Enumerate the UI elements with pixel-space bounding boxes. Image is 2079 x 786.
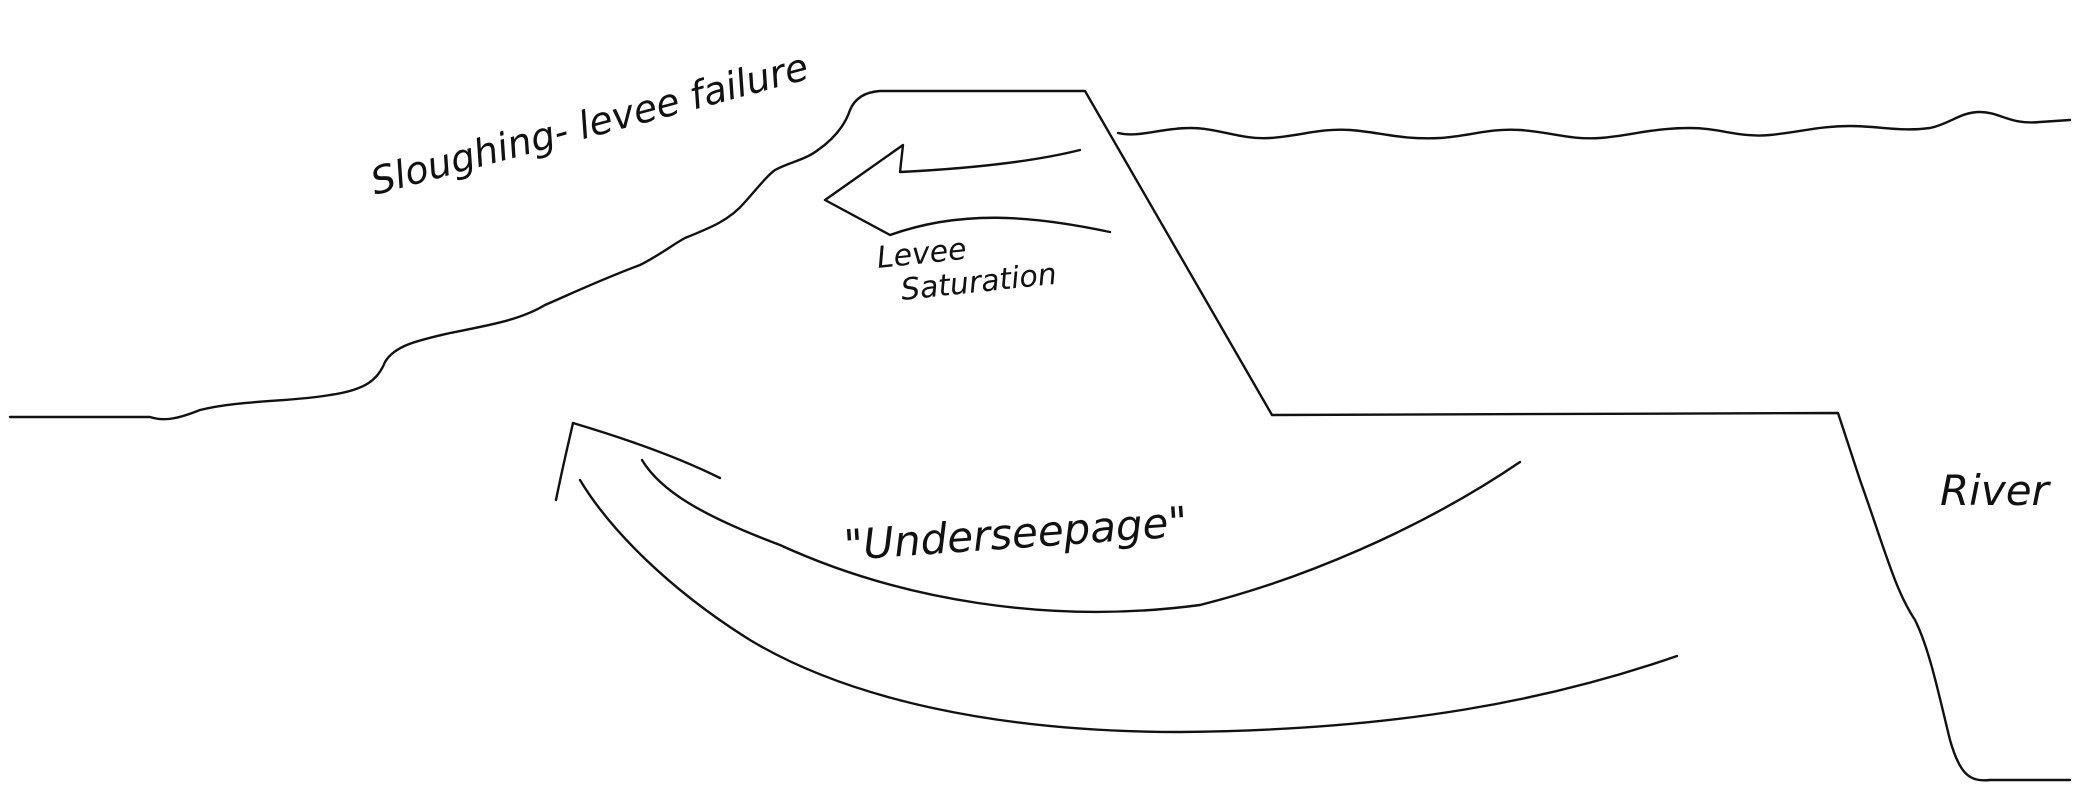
levee-cross-section-outline (10, 91, 2070, 780)
underseepage-label: "Underseepage" (842, 497, 1189, 570)
levee-saturation-arrow (825, 145, 1110, 235)
river-label: River (1940, 466, 2052, 515)
sloughing-label: Sloughing- levee failure (366, 44, 813, 203)
river-water-surface-line (1118, 112, 2070, 138)
underseepage-arrow-outer-head (556, 423, 573, 500)
underseepage-arrow-inner-head (573, 423, 720, 478)
